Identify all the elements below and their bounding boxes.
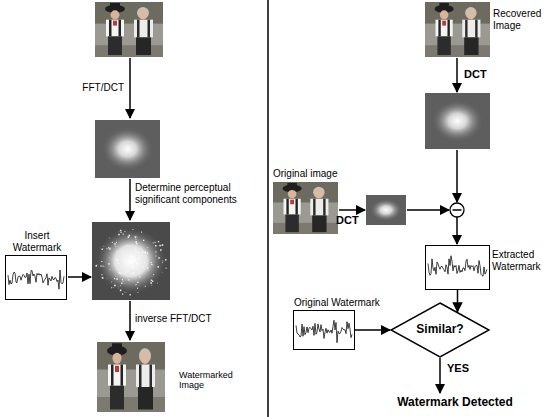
node-heading-holder: Extracted Watermark bbox=[492, 249, 545, 272]
original-watermark-box: Original Watermark bbox=[293, 310, 355, 350]
node-heading-holder: Recovered Image bbox=[493, 8, 546, 31]
recovered-image: Recovered Image bbox=[425, 2, 490, 57]
transform-label: FFT/DCT bbox=[60, 82, 124, 94]
original-spectrum bbox=[366, 195, 406, 225]
watermark-signal bbox=[296, 320, 352, 342]
flow-connector bbox=[355, 329, 390, 331]
watermark-signal bbox=[8, 270, 64, 289]
node-heading-holder: Insert Watermark bbox=[6, 230, 68, 253]
node-heading: Watermarked Image bbox=[179, 370, 237, 391]
node-heading: Insert Watermark bbox=[6, 230, 68, 253]
subtract-sign bbox=[453, 209, 462, 211]
watermarked-image: Watermarked Image bbox=[97, 342, 165, 412]
label-holder: DCT bbox=[464, 68, 504, 81]
watermark-signal bbox=[428, 256, 487, 277]
diamond-shape bbox=[391, 303, 489, 357]
recovered-photo bbox=[425, 2, 490, 57]
node-heading: Recovered Image bbox=[493, 8, 546, 31]
spectrum-image bbox=[95, 120, 160, 178]
spectrum-noise bbox=[95, 229, 166, 295]
diamond-content: Similar? bbox=[390, 302, 490, 358]
decision-diamond: Similar? bbox=[390, 302, 490, 358]
step-label: Determine perceptual significant compone… bbox=[135, 182, 253, 205]
label-holder: DCT bbox=[336, 214, 366, 227]
flow-connector bbox=[457, 290, 459, 312]
node-heading: Original Watermark bbox=[294, 297, 404, 309]
label-holder: inverse FFT/DCT bbox=[135, 313, 245, 325]
label-holder: Determine perceptual significant compone… bbox=[135, 182, 253, 205]
node-heading: Extracted Watermark bbox=[492, 249, 545, 272]
recovered-spectrum bbox=[425, 93, 490, 149]
original-photo bbox=[273, 182, 338, 234]
watermark-signal-box: Insert Watermark bbox=[5, 255, 67, 300]
panel-divider bbox=[267, 0, 269, 417]
node-heading-holder: Original Watermark bbox=[294, 297, 404, 309]
source-photo bbox=[95, 2, 163, 57]
transform-label: inverse FFT/DCT bbox=[135, 313, 245, 325]
node-heading-holder: Original image bbox=[273, 168, 373, 180]
original-image: Original image bbox=[273, 182, 338, 234]
label-holder: Watermark Detected bbox=[380, 396, 530, 410]
flow-arrows bbox=[68, 58, 457, 393]
label-holder: YES bbox=[447, 362, 487, 375]
extracted-watermark-box: Extracted Watermark bbox=[425, 245, 490, 290]
transform-label: DCT bbox=[336, 214, 366, 227]
decision-text: Similar? bbox=[416, 323, 463, 337]
node-heading-holder: Watermarked Image bbox=[179, 370, 237, 391]
node-heading: Original image bbox=[273, 168, 373, 180]
answer-label: YES bbox=[447, 362, 487, 375]
transform-label: DCT bbox=[464, 68, 504, 81]
result-label: Watermark Detected bbox=[380, 396, 530, 410]
watermarked-spectrum bbox=[92, 222, 170, 300]
label-holder: FFT/DCT bbox=[60, 82, 124, 94]
watermarked-photo bbox=[97, 342, 165, 412]
subtract-symbol bbox=[450, 203, 464, 217]
